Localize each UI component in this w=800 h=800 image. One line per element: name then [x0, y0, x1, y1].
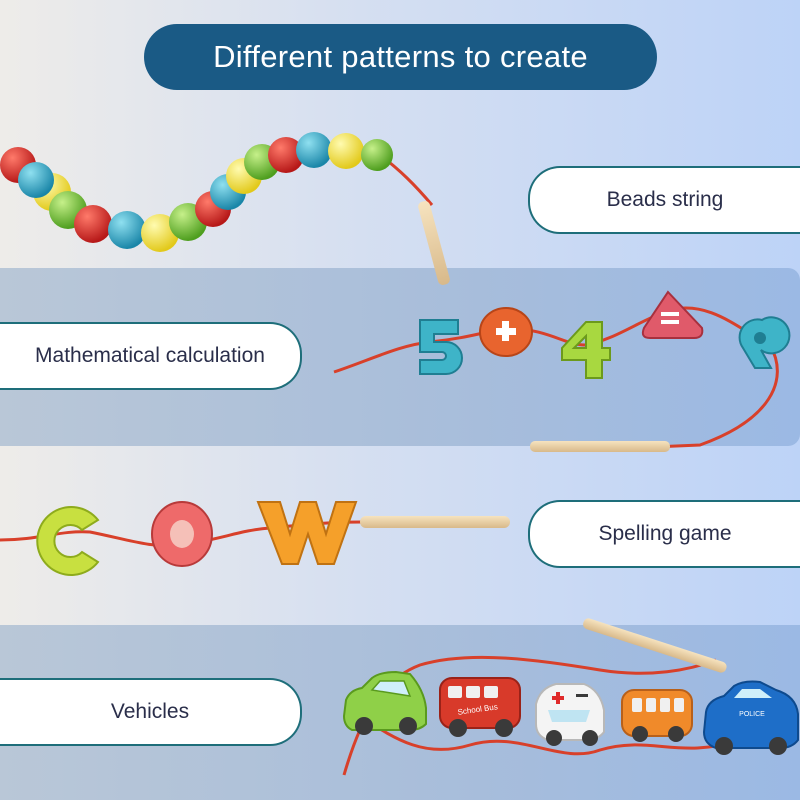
label-vehicles: Vehicles [0, 678, 302, 746]
bead-chain [0, 132, 393, 252]
beads-string-illustration [0, 132, 450, 285]
number-9-block [738, 316, 791, 369]
lacing-stick [360, 516, 510, 528]
plus-sign-block [479, 307, 533, 357]
vehicles-string-illustration: School Bus POLICE [342, 618, 799, 776]
letter-o-block [151, 501, 213, 567]
orange-bus-block [621, 689, 693, 742]
lacing-stick [530, 441, 670, 452]
ambulance-block [535, 683, 605, 746]
page-title: Different patterns to create [144, 24, 657, 90]
number-4-block [561, 321, 611, 379]
label-mathematical-calculation: Mathematical calculation [0, 322, 302, 390]
label-spelling-game: Spelling game [528, 500, 800, 568]
letter-w-block [256, 501, 358, 565]
math-string-illustration [333, 290, 791, 452]
lacing-stick [418, 201, 450, 285]
lacing-stick [583, 618, 727, 673]
green-car-block [342, 670, 427, 735]
police-car-block: POLICE [702, 680, 799, 755]
police-sign-text: POLICE [739, 711, 765, 718]
label-beads-string: Beads string [528, 166, 800, 234]
spelling-string-illustration [0, 501, 510, 576]
school-bus-block: School Bus [439, 677, 521, 737]
number-5-block [419, 319, 463, 375]
letter-c-block [36, 506, 100, 576]
equals-sign-block [641, 290, 704, 339]
